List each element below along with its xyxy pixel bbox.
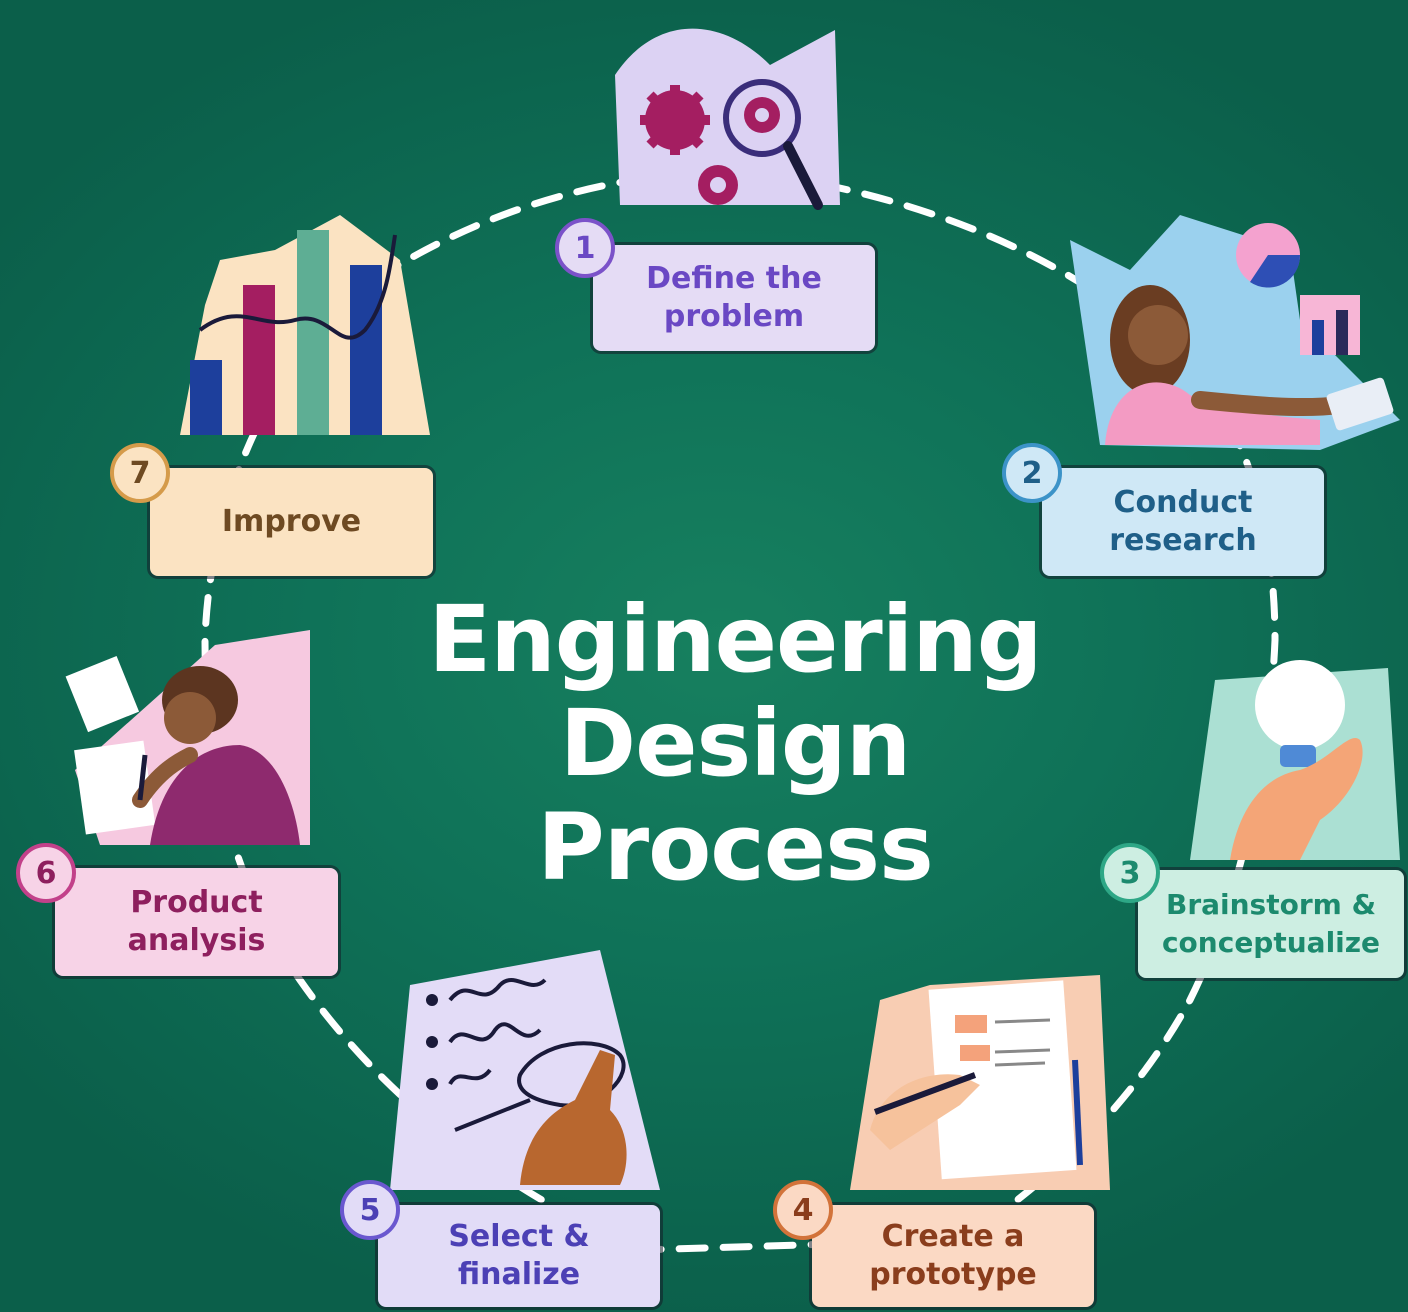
title-line-1: Engineering (428, 586, 1042, 693)
title-line-2: Design Process (537, 690, 933, 901)
gears-magnifier-illustration (615, 28, 840, 210)
step-2-box: Conduct research (1042, 468, 1324, 576)
step-5-number-badge: 5 (340, 1180, 400, 1240)
sketch-paper-illustration (390, 950, 660, 1190)
step-1-label: Define the problem (646, 261, 822, 334)
step-7-box: Improve (150, 468, 433, 576)
analysis-person-illustration (65, 630, 310, 845)
step-4-number-badge: 4 (773, 1180, 833, 1240)
step-5-label: Select & finalize (448, 1219, 590, 1292)
step-4-box: Create a prototype (812, 1205, 1094, 1307)
improve-bar-chart-illustration (180, 215, 430, 435)
step-5-box: Select & finalize (378, 1205, 660, 1307)
step-3-number-badge: 3 (1100, 843, 1160, 903)
step-6-box: Product analysis (55, 868, 338, 976)
step-6-number-badge: 6 (16, 843, 76, 903)
step-6-label: Product analysis (127, 885, 266, 958)
step-2-label: Conduct research (1109, 485, 1257, 558)
research-person-illustration (1070, 215, 1400, 450)
step-3-label: Brainstorm & conceptualize (1161, 888, 1381, 959)
prototype-drafting-illustration (850, 975, 1110, 1190)
diagram-title: Engineering Design Process (350, 588, 1120, 900)
step-4-label: Create a prototype (869, 1219, 1037, 1292)
step-3-box: Brainstorm & conceptualize (1138, 870, 1404, 978)
step-7-number-badge: 7 (110, 443, 170, 503)
lightbulb-hand-illustration (1190, 660, 1400, 860)
step-1-number-badge: 1 (555, 218, 615, 278)
step-7-label: Improve (221, 504, 362, 539)
step-2-number-badge: 2 (1002, 443, 1062, 503)
step-1-box: Define the problem (593, 245, 875, 351)
